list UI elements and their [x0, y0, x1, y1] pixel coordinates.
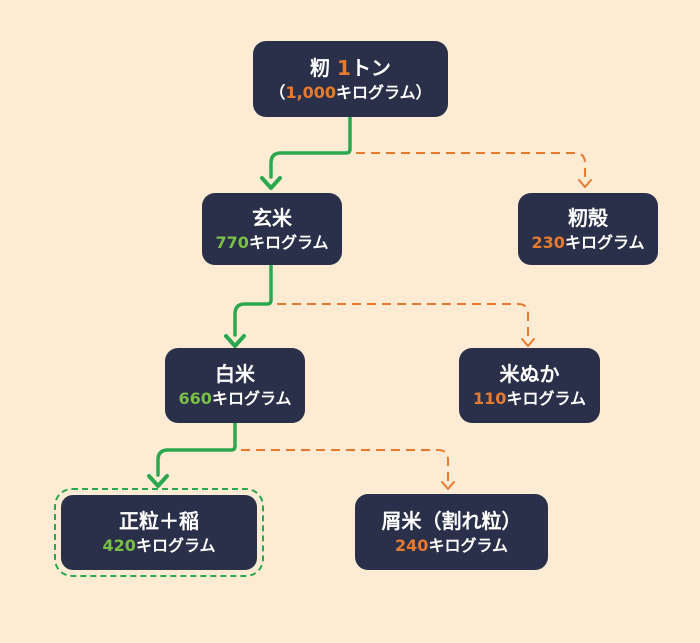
node-rice-husk: 籾殻 230キログラム: [518, 193, 658, 265]
edge-paddy-to-brown-rice: [260, 116, 352, 190]
node-white-rice-title: 白米: [215, 362, 255, 387]
edge-white-rice-to-broken-rice: [241, 449, 455, 490]
node-paddy-weight: （1,000キログラム）: [269, 82, 432, 102]
node-paddy-title: 籾 1トン: [310, 55, 391, 80]
node-paddy: 籾 1トン （1,000キログラム）: [253, 41, 448, 117]
node-brown-rice-title: 玄米: [252, 205, 292, 230]
node-broken-rice-title: 屑米（割れ粒）: [381, 508, 522, 533]
node-rice-bran-weight: 110キログラム: [473, 389, 586, 409]
node-rice-bran: 米ぬか 110キログラム: [459, 348, 600, 423]
node-brown-rice: 玄米 770キログラム: [202, 193, 342, 265]
node-whole-grain-title: 正粒＋稲: [119, 509, 199, 534]
node-whole-grain: 正粒＋稲 420キログラム: [61, 495, 257, 570]
edge-brown-rice-to-white-rice: [224, 264, 273, 348]
node-rice-husk-title: 籾殻: [568, 205, 608, 230]
node-white-rice: 白米 660キログラム: [165, 348, 305, 423]
edge-white-rice-to-whole-grain: [147, 421, 237, 488]
edge-paddy-to-rice-husk: [356, 152, 592, 188]
node-whole-grain-highlight-border: 正粒＋稲 420キログラム: [54, 488, 264, 577]
node-rice-husk-weight: 230キログラム: [531, 232, 645, 252]
node-white-rice-weight: 660キログラム: [178, 389, 292, 409]
node-brown-rice-weight: 770キログラム: [215, 232, 329, 252]
arrowhead-down-icon: [578, 179, 592, 188]
node-rice-bran-title: 米ぬか: [499, 362, 560, 387]
node-whole-grain-weight: 420キログラム: [102, 536, 216, 556]
arrowhead-down-icon: [260, 176, 282, 190]
arrowhead-down-icon: [147, 474, 169, 488]
arrowhead-down-icon: [224, 334, 246, 348]
edge-brown-rice-to-rice-bran: [277, 303, 535, 347]
node-broken-rice-weight: 240キログラム: [395, 535, 508, 555]
arrowhead-down-icon: [441, 481, 455, 490]
arrowhead-down-icon: [521, 338, 535, 347]
node-broken-rice: 屑米（割れ粒） 240キログラム: [355, 494, 548, 570]
